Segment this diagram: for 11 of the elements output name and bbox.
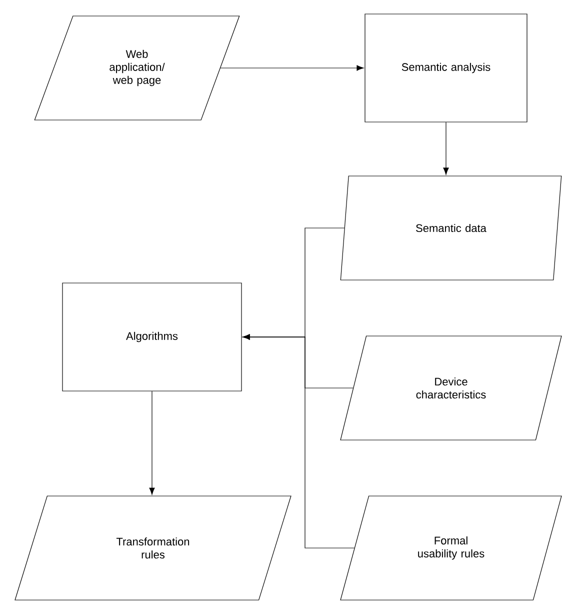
data-parallelogram: Device characteristics [340,336,562,440]
arrow [220,65,364,71]
data-parallelogram: Transformation rules [14,496,292,600]
arrow [242,334,355,548]
data-parallelogram: Formal usability rules [340,496,562,600]
arrow [443,122,449,175]
process-box: Semantic analysis [364,14,528,122]
process-box: Algorithms [62,282,242,392]
data-parallelogram: Web application/ web page [34,16,240,120]
arrow [149,391,155,495]
data-parallelogram: Semantic data [340,176,562,280]
